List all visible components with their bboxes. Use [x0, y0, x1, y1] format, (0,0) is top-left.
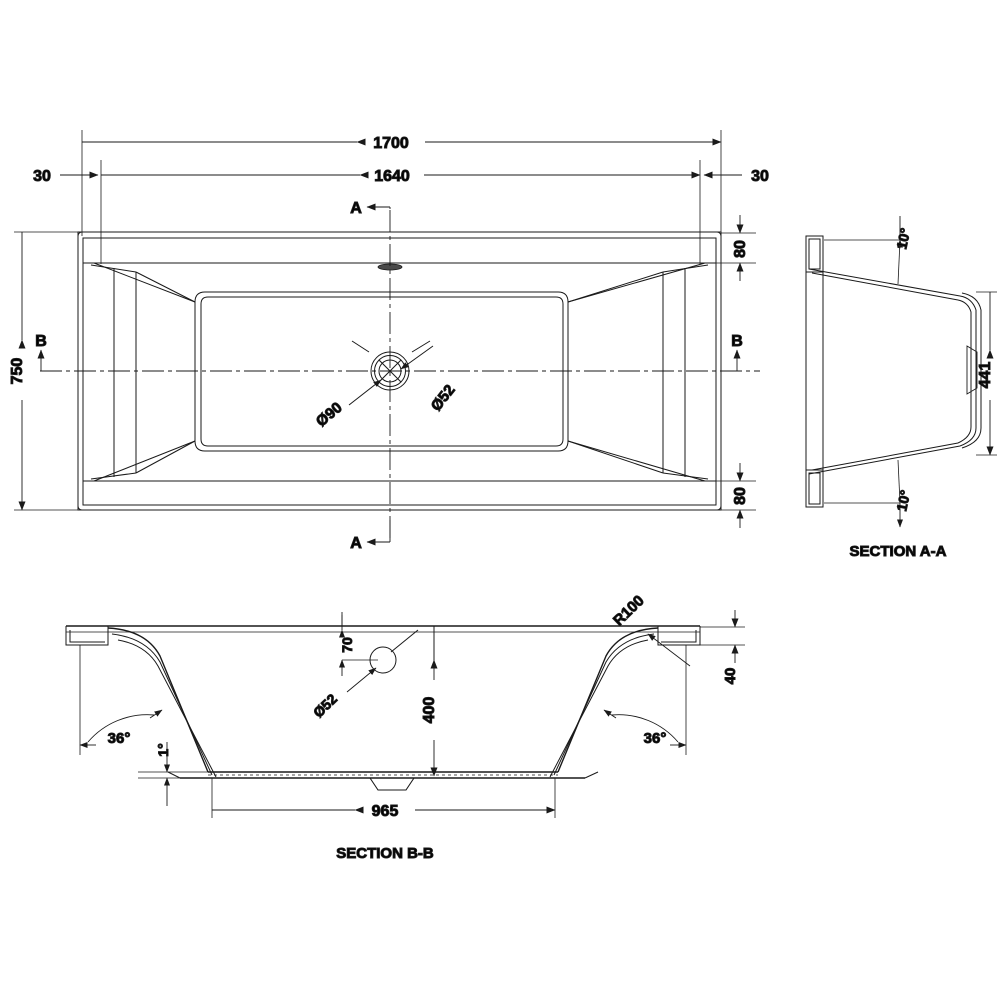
label-r100: R100	[610, 592, 648, 629]
label-angle-top-aa: 10°	[893, 227, 913, 251]
label-36-left: 36°	[108, 730, 131, 747]
dim-750-label: 750	[9, 358, 26, 385]
plan-centrelines	[40, 210, 760, 540]
plan-basin-floor	[194, 291, 569, 452]
dim-80-top-label: 80	[732, 240, 749, 258]
dim-1700-label: 1700	[373, 135, 409, 152]
dim-30-right: 30	[703, 168, 770, 186]
section-aa-title: SECTION A-A	[850, 543, 947, 560]
dim-80-top: 80	[678, 215, 756, 281]
leader-dia90	[348, 379, 382, 406]
label-a-top: A	[350, 200, 362, 217]
section-marker-a-top: A	[350, 200, 391, 218]
plan-view-geometry	[40, 210, 760, 540]
dim-1700: 1700	[81, 130, 722, 236]
label-dia52-bb: Ø52	[310, 691, 340, 721]
leader-dia52	[400, 345, 434, 370]
section-bb-title: SECTION B-B	[336, 845, 434, 862]
label-400: 400	[421, 697, 438, 724]
label-angle-bottom-aa: 10°	[893, 489, 913, 513]
label-a-bottom: A	[350, 535, 362, 552]
dim-750: 750	[9, 231, 78, 511]
section-marker-b-left: B	[35, 333, 47, 371]
label-965: 965	[372, 803, 399, 820]
label-b-right: B	[731, 333, 743, 350]
section-bb-geometry: 70 Ø52 400 40 R100 36° 36° 1°	[65, 592, 745, 821]
section-aa-geometry: 10° 10° 441	[805, 216, 997, 528]
drain-symbol	[370, 351, 410, 391]
label-b-left: B	[35, 333, 47, 350]
dim-1640: 1640	[100, 160, 701, 264]
label-dia52: Ø52	[428, 382, 459, 415]
dim-80-bottom: 80	[678, 463, 756, 528]
label-40: 40	[722, 668, 739, 685]
plan-inner-rim	[82, 237, 717, 506]
dim-1640-label: 1640	[374, 168, 410, 185]
dim-30-left-label: 30	[33, 168, 51, 185]
section-marker-a-bottom: A	[350, 520, 391, 553]
label-441: 441	[977, 362, 994, 389]
dim-30-right-label: 30	[751, 168, 769, 185]
label-dia90: Ø90	[313, 399, 346, 430]
dim-80-bottom-label: 80	[732, 487, 749, 505]
label-1deg: 1°	[155, 743, 171, 756]
label-36-right: 36°	[644, 730, 667, 747]
dim-30-left: 30	[33, 168, 99, 186]
label-70: 70	[339, 637, 355, 653]
section-marker-b-right: B	[731, 333, 743, 371]
